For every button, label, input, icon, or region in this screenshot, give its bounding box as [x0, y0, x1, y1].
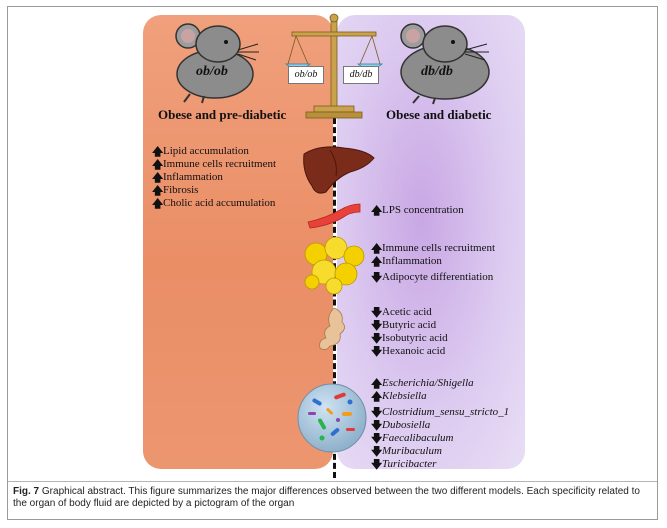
down-arrow-icon: 🡇 [371, 458, 383, 471]
gut-acids-list: 🡇Acetic acid 🡇Butyric acid 🡇Isobutyric a… [371, 306, 448, 358]
figure-caption: Fig. 7 Graphical abstract. This figure s… [13, 486, 653, 510]
ob-ob-label: ob/ob [196, 64, 228, 79]
db-db-label: db/db [421, 64, 453, 79]
up-arrow-icon: 🡅 [371, 204, 383, 217]
down-arrow-icon: 🡇 [371, 332, 383, 345]
figure-label: Fig. 7 [13, 486, 40, 497]
up-arrow-icon: 🡅 [371, 390, 383, 403]
list-item: 🡅Immune cells recruitment [152, 158, 277, 171]
adipose-tissue-icon [304, 236, 365, 295]
list-item: 🡇Isobutyric acid [371, 332, 448, 345]
intestine-effects-list: 🡅LPS concentration [371, 204, 464, 217]
mouse-db-db-icon [400, 23, 490, 105]
adipose-effects-list: 🡅Immune cells recruitment 🡅Inflammation … [371, 242, 495, 284]
dashed-divider [333, 118, 336, 478]
right-group-title: Obese and diabetic [386, 107, 492, 122]
up-arrow-icon: 🡅 [371, 242, 383, 255]
mouse-ob-ob-icon [175, 23, 259, 104]
down-arrow-icon: 🡇 [371, 445, 383, 458]
scale-db-db-box: db/db [343, 66, 379, 84]
list-item: 🡇Butyric acid [371, 319, 437, 332]
cecum-icon [319, 307, 345, 350]
scale-ob-ob-box: ob/ob [288, 66, 324, 84]
list-item: 🡅Lipid accumulation [152, 145, 249, 158]
list-item: 🡇Clostridium_sensu_stricto_1 [371, 406, 510, 419]
up-arrow-icon: 🡅 [371, 255, 383, 268]
up-arrow-icon: 🡅 [152, 171, 164, 184]
up-arrow-icon: 🡅 [152, 184, 164, 197]
list-item: 🡇Acetic acid [371, 306, 432, 319]
list-item: 🡅Immune cells recruitment [371, 242, 496, 255]
caption-divider [8, 481, 657, 482]
caption-text: Graphical abstract. This figure summariz… [13, 486, 640, 509]
list-item: 🡅Escherichia/Shigella [371, 377, 474, 390]
left-group-title: Obese and pre-diabetic [158, 107, 287, 122]
up-arrow-icon: 🡅 [152, 197, 164, 210]
list-item: 🡅Klebsiella [371, 390, 427, 403]
list-item: 🡅Inflammation [152, 171, 223, 184]
list-item: 🡇Faecalibaculum [371, 432, 454, 445]
down-arrow-icon: 🡇 [371, 419, 383, 432]
list-item: 🡇Dubosiella [371, 419, 431, 432]
down-arrow-icon: 🡇 [371, 432, 383, 445]
list-item: 🡇Hexanoic acid [371, 345, 446, 358]
list-item: 🡅Cholic acid accumulation [152, 197, 276, 210]
list-item: 🡇Turicibacter [371, 458, 437, 471]
microbiota-list: 🡅Escherichia/Shigella 🡅Klebsiella 🡇Clost… [371, 377, 509, 471]
down-arrow-icon: 🡇 [371, 271, 383, 284]
list-item: 🡇Adipocyte differentiation [371, 271, 494, 284]
list-item: 🡅Inflammation [371, 255, 442, 268]
up-arrow-icon: 🡅 [371, 377, 383, 390]
list-item: 🡅Fibrosis [152, 184, 199, 197]
down-arrow-icon: 🡇 [371, 319, 383, 332]
list-item: 🡇Muribaculum [371, 445, 442, 458]
liver-effects-list: 🡅Lipid accumulation 🡅Immune cells recrui… [152, 145, 276, 210]
up-arrow-icon: 🡅 [152, 145, 164, 158]
down-arrow-icon: 🡇 [371, 345, 383, 358]
list-item: 🡅LPS concentration [371, 204, 464, 217]
intestine-icon [307, 203, 361, 229]
microbiota-icon [297, 383, 367, 453]
down-arrow-icon: 🡇 [371, 406, 383, 419]
down-arrow-icon: 🡇 [371, 306, 383, 319]
up-arrow-icon: 🡅 [152, 158, 164, 171]
liver-icon [303, 146, 375, 194]
